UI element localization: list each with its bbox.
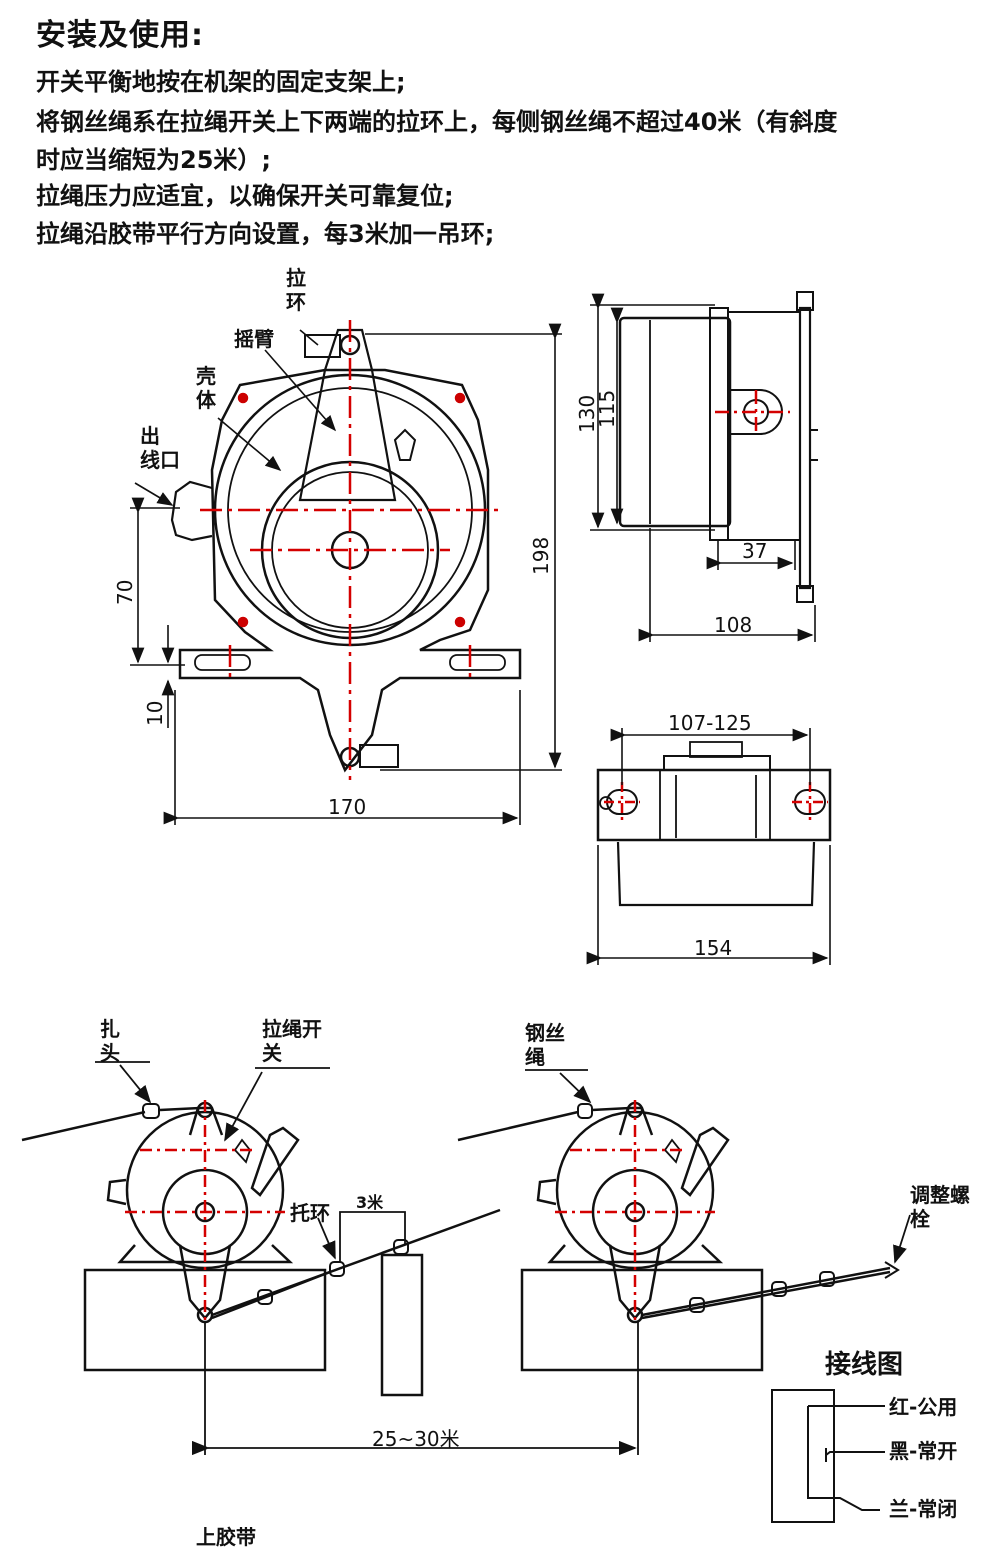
side-labels: 130 115 37 108 <box>575 390 767 637</box>
side-centerlines <box>715 390 790 435</box>
bottom-view <box>596 741 832 907</box>
dim-side-total: 108 <box>714 613 752 637</box>
wiring-labels: 接线图 红-公用 黑-常开 兰-常闭 <box>825 1350 957 1521</box>
label-housing: 壳体 <box>195 364 217 412</box>
side-dimensions <box>590 293 816 642</box>
wire-black-no: 黑-常开 <box>889 1439 957 1463</box>
installation-centerlines <box>125 1100 715 1322</box>
wire-blue-nc: 兰-常闭 <box>889 1497 957 1521</box>
dim-base-offset: 10 <box>143 701 167 726</box>
dim-slot-span: 107-125 <box>668 711 752 735</box>
wiring-title: 接线图 <box>825 1350 903 1380</box>
label-wire-rope: 钢丝绳 <box>525 1021 565 1069</box>
wire-red-common: 红-公用 <box>889 1395 957 1419</box>
instruction-line-3: 时应当缩短为25米）; <box>36 146 271 174</box>
front-dimensions <box>130 323 562 825</box>
label-pull-ring: 拉环 <box>286 266 306 314</box>
label-adjust-bolt: 调整螺栓 <box>910 1183 970 1231</box>
installation-labels: 扎头 拉绳开关 托环 3米 钢丝绳 调整螺栓 25~30米 上胶带 <box>100 1017 970 1548</box>
dim-mount-height: 70 <box>113 580 137 605</box>
dim-front-width: 170 <box>328 795 366 819</box>
wiring-diagram <box>771 1389 885 1523</box>
label-pull-switch: 拉绳开关 <box>262 1017 322 1065</box>
instruction-line-4: 拉绳压力应适宜，以确保开关可靠复位; <box>36 182 454 210</box>
bottom-labels: 107-125 154 <box>668 711 752 960</box>
bottom-dimensions <box>586 728 831 965</box>
dim-bottom-width: 154 <box>694 936 732 960</box>
dim-side-depth: 37 <box>742 539 767 563</box>
front-labels: 拉环 摇臂 壳体 出线口 170 198 70 10 <box>113 266 553 819</box>
dim-side-inner: 115 <box>595 390 619 428</box>
page-title: 安装及使用: <box>36 18 204 53</box>
front-centerlines <box>200 320 500 780</box>
label-clamp-head: 扎头 <box>100 1017 120 1065</box>
bottom-centerlines <box>604 782 828 822</box>
label-switch-spacing: 25~30米 <box>372 1427 460 1451</box>
label-upper-belt: 上胶带 <box>196 1525 256 1548</box>
label-support-ring: 托环 <box>290 1201 330 1225</box>
instruction-line-1: 开关平衡地按在机架的固定支架上; <box>36 68 406 96</box>
label-rocker-arm: 摇臂 <box>234 327 274 351</box>
dim-front-height: 198 <box>529 537 553 575</box>
installation-left <box>21 1061 501 1397</box>
installation-spacing <box>191 1322 639 1456</box>
instruction-line-5: 拉绳沿胶带平行方向设置，每3米加一吊环; <box>36 220 495 248</box>
dim-side-outer: 130 <box>575 395 599 433</box>
label-ring-spacing: 3米 <box>356 1193 384 1212</box>
installation-right <box>457 1069 911 1372</box>
instruction-line-2: 将钢丝绳系在拉绳开关上下两端的拉环上，每侧钢丝绳不超过40米（有斜度 <box>36 108 838 136</box>
label-cable-outlet: 出线口 <box>140 424 180 472</box>
